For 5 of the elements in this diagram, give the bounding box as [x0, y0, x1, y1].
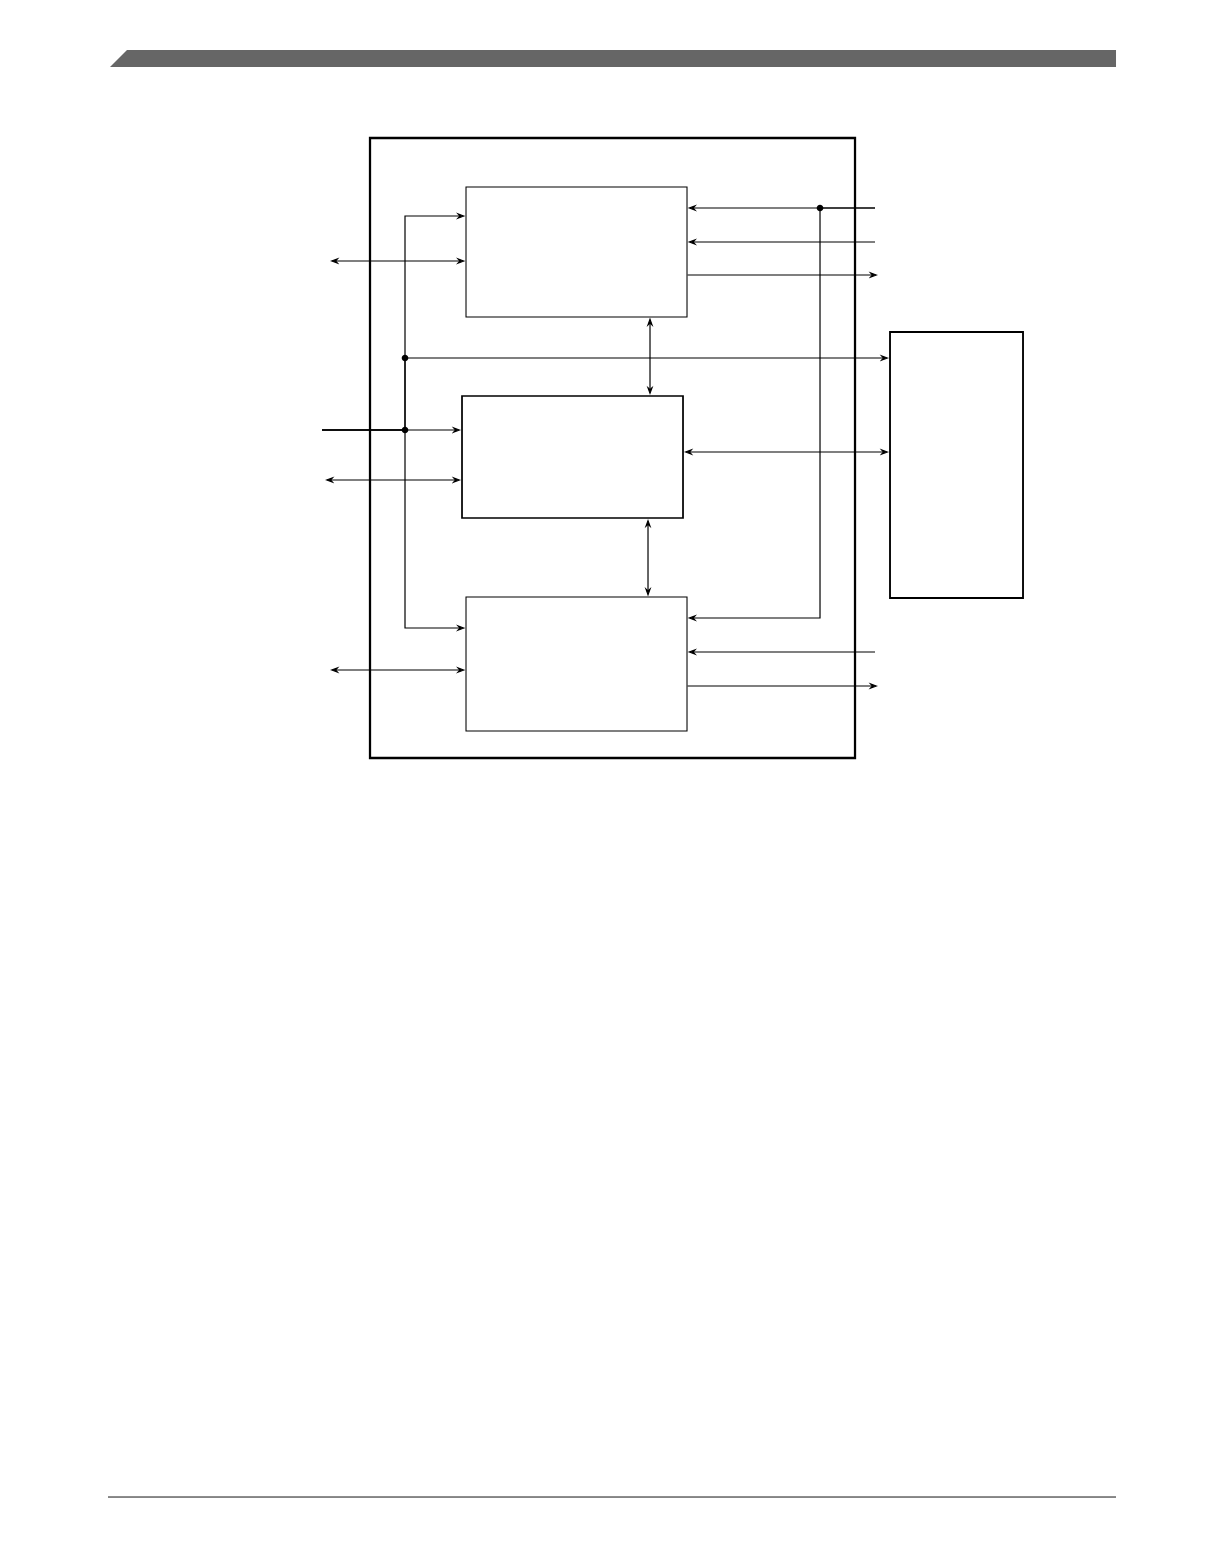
enclosure-box [368, 136, 857, 760]
block-box [465, 186, 688, 318]
block-box [461, 395, 684, 519]
module-box [889, 331, 1024, 599]
block-box [465, 596, 688, 732]
